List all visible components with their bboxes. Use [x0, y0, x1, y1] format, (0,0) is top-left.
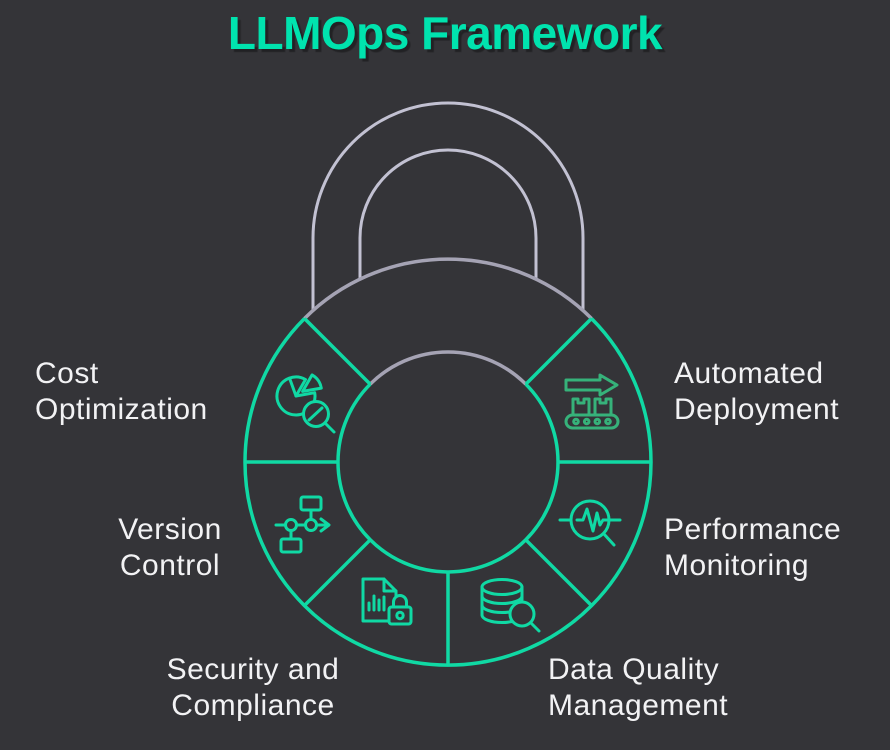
label-cost-optimization: Cost Optimization	[35, 356, 208, 428]
label-performance-monitoring: Performance Monitoring	[664, 512, 841, 584]
label-line: Deployment	[674, 393, 840, 426]
label-line: Security and	[166, 653, 340, 686]
page-title: LLMOps Framework	[227, 7, 663, 59]
label-line: Data Quality	[548, 653, 720, 686]
label-line: Optimization	[35, 393, 208, 426]
segment-dividers	[245, 317, 651, 665]
top-outer-arc	[303, 257, 593, 320]
lock-body-ring	[243, 257, 653, 667]
label-version-control: Version Control	[70, 512, 270, 584]
inner-arc	[336, 382, 560, 574]
label-data-quality-management: Data Quality Management	[548, 652, 728, 724]
conveyor-arrow-icon	[564, 373, 620, 430]
document-padlock-icon	[361, 577, 413, 626]
label-line: Automated	[674, 357, 824, 390]
lock-shackle	[311, 101, 585, 310]
label-line: Management	[548, 689, 729, 722]
database-magnifier-icon	[480, 578, 541, 633]
label-line: Monitoring	[664, 549, 810, 582]
label-line: Cost	[35, 357, 99, 390]
label-line: Performance	[664, 513, 842, 546]
label-line: Control	[119, 549, 221, 582]
flowchart-branch-icon	[274, 495, 331, 554]
label-security-and-compliance: Security and Compliance	[133, 652, 373, 724]
pie-chart-magnifier-icon	[275, 373, 336, 434]
label-line: Compliance	[171, 689, 335, 722]
label-automated-deployment: Automated Deployment	[674, 356, 839, 428]
top-inner-arc	[368, 350, 528, 386]
label-line: Version	[118, 513, 222, 546]
pulse-magnifier-icon	[558, 499, 622, 547]
